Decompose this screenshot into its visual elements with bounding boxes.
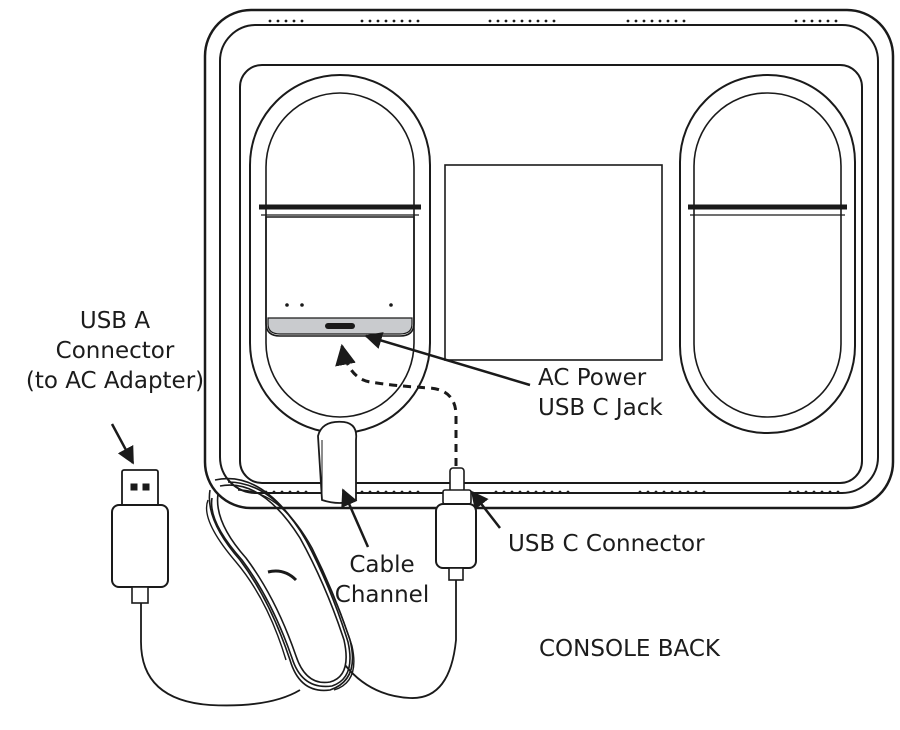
label-usb-c-connector: USB C Connector — [508, 531, 705, 557]
top-vent-dots — [268, 19, 838, 23]
cable-channel-notch — [317, 420, 358, 504]
cable-to-usb-a — [140, 602, 301, 707]
label-cable-channel: Cable Channel — [322, 550, 442, 610]
coiled-cable — [205, 477, 355, 692]
label-line: (to AC Adapter) — [25, 368, 205, 394]
label-line: Connector — [55, 338, 175, 364]
label-usb-a-connector: USB A Connector (to AC Adapter) — [0, 306, 230, 396]
usb-c-jack-slot — [325, 323, 355, 329]
center-panel — [444, 164, 663, 361]
label-line: USB C Jack — [538, 395, 663, 421]
port-compartment — [265, 216, 415, 337]
dashed-cable-route — [335, 343, 458, 466]
left-battery-bay — [249, 74, 431, 434]
usb-c-connector — [435, 467, 477, 581]
console-inner-frame — [219, 24, 879, 494]
arrow-cable-channel — [341, 488, 370, 548]
arrow-usb-c — [470, 490, 501, 529]
right-battery-bay — [679, 74, 856, 434]
usb-a-connector — [111, 469, 169, 604]
arrow-ac-power — [364, 332, 531, 387]
console-outer-frame — [203, 8, 895, 510]
console-body — [203, 8, 895, 510]
vent-dots — [264, 19, 840, 494]
label-line: Cable — [349, 552, 415, 578]
label-console-back: CONSOLE BACK — [539, 636, 720, 662]
label-ac-power-usb-c-jack: AC Power USB C Jack — [538, 363, 663, 423]
bottom-vent-dots — [264, 490, 840, 494]
label-line: AC Power — [538, 365, 647, 391]
pointer-arrows — [110, 332, 531, 548]
label-line: Channel — [334, 582, 430, 608]
label-line: USB A — [79, 308, 151, 334]
arrow-usb-a — [110, 423, 135, 465]
cable-to-usb-c — [344, 578, 457, 699]
console-recess — [239, 64, 863, 484]
